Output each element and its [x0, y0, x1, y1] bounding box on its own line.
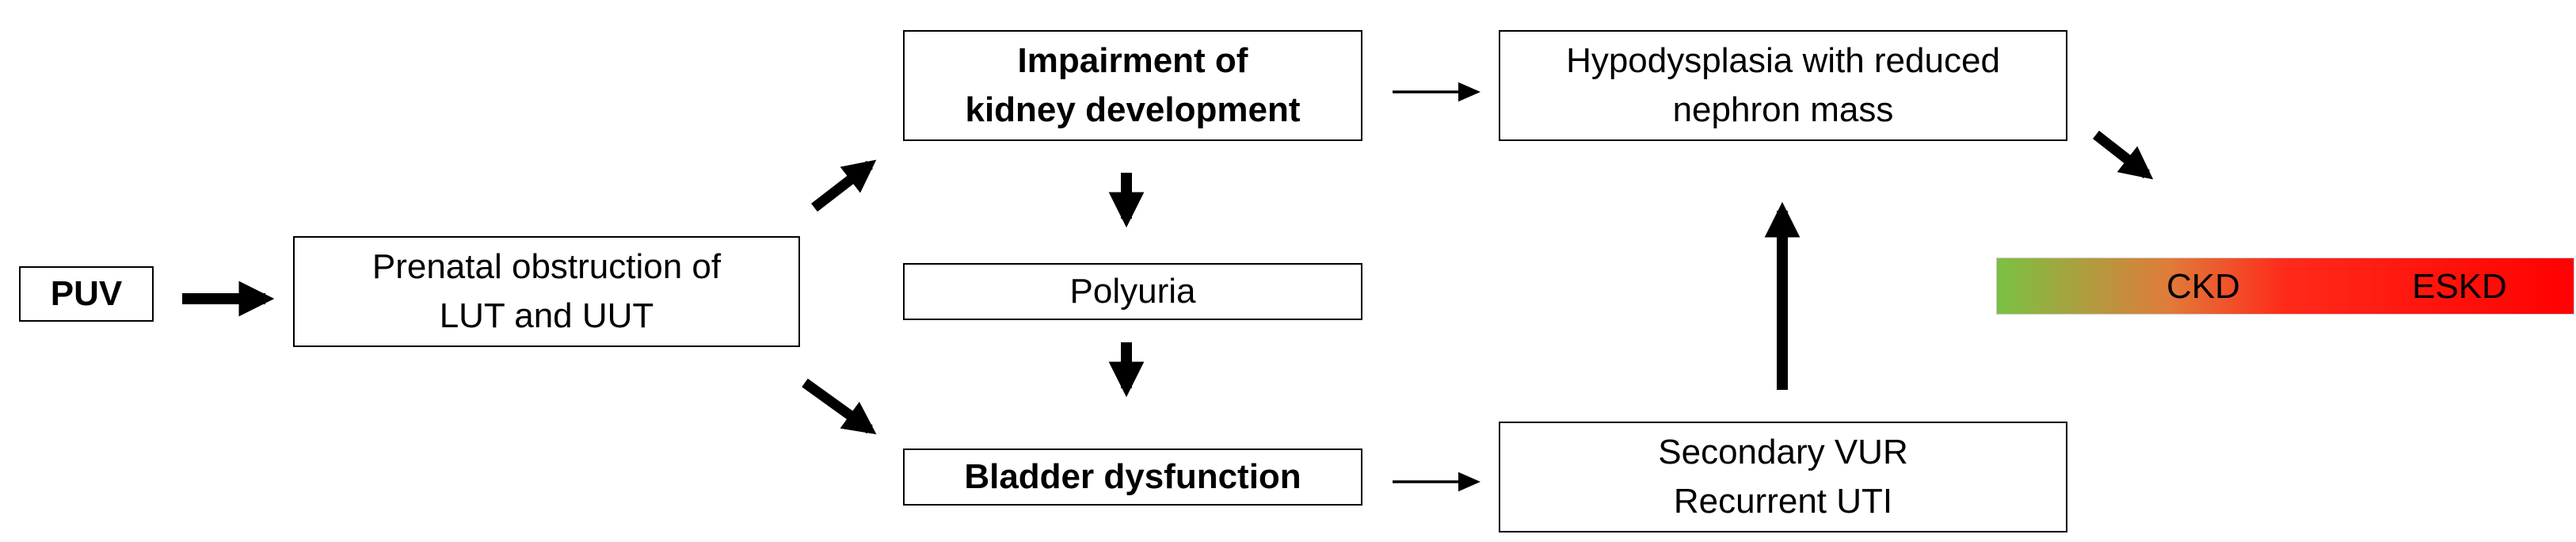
node-hypodysplasia-line2: nephron mass — [1672, 90, 1894, 129]
arrow-hypodysplasia-to-ckd — [2092, 130, 2154, 180]
node-puv: PUV — [19, 266, 154, 322]
node-impairment-line1: Impairment of — [1017, 41, 1248, 80]
node-bladder-label: Bladder dysfunction — [964, 457, 1301, 496]
ckd-progression-bar: CKD ESKD — [1996, 258, 2574, 315]
eskd-label: ESKD — [2412, 267, 2507, 306]
node-prenatal-obstruction: Prenatal obstruction of LUT and UUT — [293, 236, 800, 347]
node-impairment-line2: kidney development — [965, 90, 1301, 129]
node-bladder-dysfunction: Bladder dysfunction — [903, 448, 1362, 506]
node-secondary-line2: Recurrent UTI — [1673, 482, 1893, 521]
node-hypodysplasia: Hypodysplasia with reduced nephron mass — [1499, 30, 2067, 141]
node-impairment-kidney-development: Impairment of kidney development — [903, 30, 1362, 141]
node-prenatal-line1: Prenatal obstruction of — [372, 247, 722, 286]
node-secondary-line1: Secondary VUR — [1658, 433, 1908, 471]
node-prenatal-line2: LUT and UUT — [439, 296, 654, 335]
arrow-prenatal-to-bladder — [802, 378, 877, 435]
node-puv-label: PUV — [50, 274, 123, 313]
node-hypodysplasia-line1: Hypodysplasia with reduced — [1566, 41, 2000, 80]
node-secondary-vur-uti: Secondary VUR Recurrent UTI — [1499, 422, 2067, 532]
arrow-prenatal-to-impairment — [811, 159, 877, 212]
node-polyuria-label: Polyuria — [1069, 272, 1196, 311]
ckd-label: CKD — [2166, 267, 2240, 306]
node-polyuria: Polyuria — [903, 263, 1362, 320]
